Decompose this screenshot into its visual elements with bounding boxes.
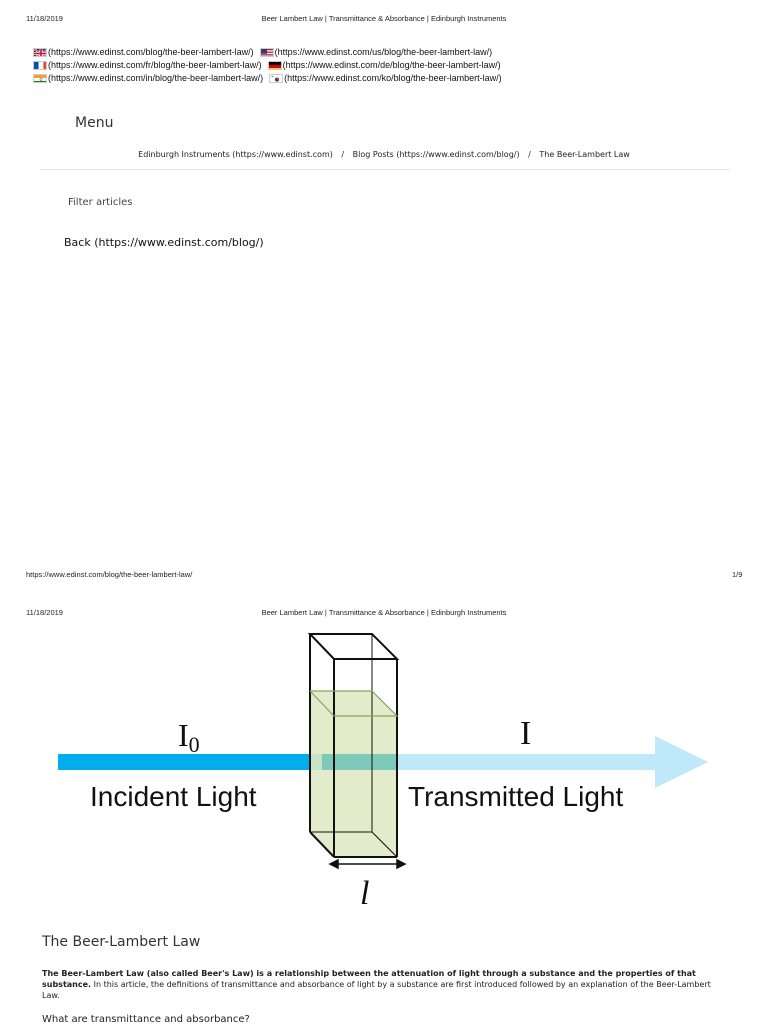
uk-flag-icon <box>33 48 47 57</box>
article-intro: The Beer-Lambert Law (also called Beer's… <box>42 968 722 1001</box>
article-subheading: What are transmittance and absorbance? <box>42 1014 250 1025</box>
breadcrumb-separator: / <box>341 150 344 159</box>
breadcrumb-separator: / <box>528 150 531 159</box>
india-flag-icon <box>33 74 47 83</box>
language-link-text: (https://www.edinst.com/in/blog/the-beer… <box>48 73 263 83</box>
language-link-fr[interactable]: (https://www.edinst.com/fr/blog/the-beer… <box>33 60 262 70</box>
language-link-text: (https://www.edinst.com/us/blog/the-beer… <box>275 47 493 57</box>
breadcrumb: Edinburgh Instruments (https://www.edins… <box>0 150 768 159</box>
breadcrumb-item-current: The Beer-Lambert Law <box>539 150 629 159</box>
language-link-text: (https://www.edinst.com/blog/the-beer-la… <box>48 47 254 57</box>
france-flag-icon <box>33 61 47 70</box>
language-link-us[interactable]: (https://www.edinst.com/us/blog/the-beer… <box>260 47 493 57</box>
language-row: (https://www.edinst.com/in/blog/the-beer… <box>33 73 508 83</box>
language-link-text: (https://www.edinst.com/de/blog/the-beer… <box>283 60 501 70</box>
incident-intensity-label: I0 <box>178 717 200 757</box>
transmitted-light-label: Transmitted Light <box>408 781 623 812</box>
language-link-ko[interactable]: (https://www.edinst.com/ko/blog/the-beer… <box>269 73 502 83</box>
korea-flag-icon <box>269 74 283 83</box>
article-heading: The Beer-Lambert Law <box>42 934 200 950</box>
print-title: Beer Lambert Law | Transmittance & Absor… <box>0 14 768 23</box>
language-link-uk[interactable]: (https://www.edinst.com/blog/the-beer-la… <box>33 47 254 57</box>
divider <box>40 169 730 170</box>
path-length-label: l <box>360 875 369 912</box>
article-intro-rest: In this article, the definitions of tran… <box>42 980 711 1000</box>
language-link-de[interactable]: (https://www.edinst.com/de/blog/the-beer… <box>268 60 501 70</box>
germany-flag-icon <box>268 61 282 70</box>
language-row: (https://www.edinst.com/blog/the-beer-la… <box>33 47 498 57</box>
transmitted-intensity-label: I <box>520 715 531 752</box>
print-page-number: 1/9 <box>732 570 742 579</box>
back-link[interactable]: Back (https://www.edinst.com/blog/) <box>64 236 264 249</box>
breadcrumb-item-home[interactable]: Edinburgh Instruments (https://www.edins… <box>138 150 333 159</box>
arrow-head-icon <box>655 736 708 788</box>
language-link-text: (https://www.edinst.com/fr/blog/the-beer… <box>48 60 262 70</box>
print-title: Beer Lambert Law | Transmittance & Absor… <box>0 608 768 617</box>
us-flag-icon <box>260 48 274 57</box>
path-length-arrow <box>330 860 405 868</box>
language-row: (https://www.edinst.com/fr/blog/the-beer… <box>33 60 507 70</box>
beer-lambert-diagram: I0 I Incident Light Transmitted Light l <box>0 628 768 918</box>
breadcrumb-item-blog[interactable]: Blog Posts (https://www.edinst.com/blog/… <box>353 150 520 159</box>
incident-light-label: Incident Light <box>90 781 257 812</box>
menu-button[interactable]: Menu <box>75 115 113 131</box>
filter-articles-button[interactable]: Filter articles <box>68 197 133 208</box>
print-footer-url: https://www.edinst.com/blog/the-beer-lam… <box>26 570 192 579</box>
language-link-text: (https://www.edinst.com/ko/blog/the-beer… <box>284 73 502 83</box>
language-link-in[interactable]: (https://www.edinst.com/in/blog/the-beer… <box>33 73 263 83</box>
